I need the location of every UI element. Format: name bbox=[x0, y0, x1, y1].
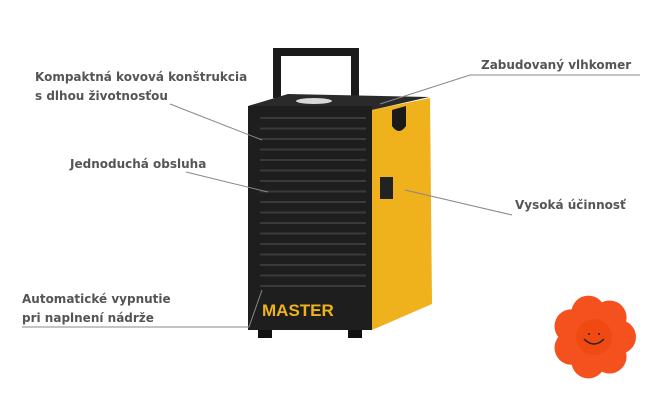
carry-handle bbox=[273, 48, 359, 98]
callout-auto-off: Automatické vypnutie pri naplnení nádrže bbox=[22, 290, 171, 328]
callout-auto-off-line2: pri naplnení nádrže bbox=[22, 311, 154, 325]
callout-lines bbox=[22, 74, 640, 328]
callout-construction-line2: s dlhou životnosťou bbox=[35, 89, 168, 103]
front-grille bbox=[248, 106, 372, 330]
callout-hygrometer: Zabudovaný vlhkomer bbox=[481, 58, 632, 72]
callout-auto-off-line1: Automatické vypnutie bbox=[22, 292, 171, 306]
smiling-flower-icon bbox=[554, 295, 636, 379]
brand-logo: MASTER bbox=[262, 301, 334, 320]
callout-efficiency: Vysoká účinnosť bbox=[515, 198, 626, 212]
callout-operation: Jednoduchá obsluha bbox=[70, 157, 207, 171]
side-panel bbox=[372, 98, 432, 330]
callout-construction-line1: Kompaktná kovová konštrukcia bbox=[35, 70, 248, 84]
hygrometer-display bbox=[380, 177, 393, 199]
callout-construction: Kompaktná kovová konštrukcia s dlhou živ… bbox=[35, 68, 247, 106]
